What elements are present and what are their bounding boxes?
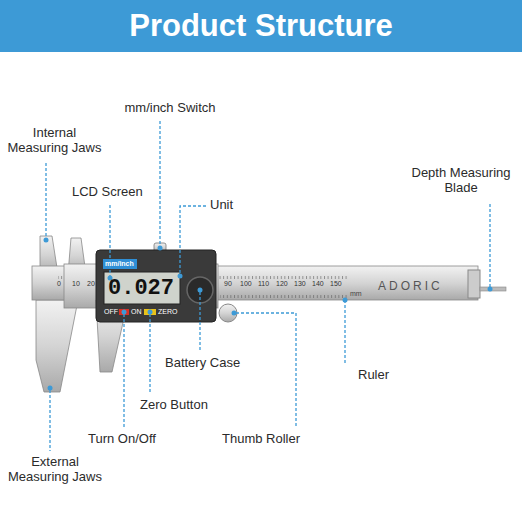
- lcd-reading: 0.027: [108, 276, 174, 301]
- part-label: mm/inch Switch: [115, 101, 225, 116]
- power-button: [119, 309, 129, 315]
- scale-number: 120: [276, 280, 288, 288]
- display-housing: [96, 250, 216, 322]
- part-label: Zero Button: [140, 398, 208, 413]
- title: Product Structure: [0, 0, 522, 52]
- part-label: Ruler: [358, 368, 389, 383]
- scale-number: 140: [312, 280, 324, 288]
- scale-number: 150: [330, 280, 342, 288]
- scale-ticks: [220, 295, 348, 300]
- end-cap: [468, 270, 480, 298]
- brand-mark: ADORIC: [378, 280, 443, 294]
- part-label: Unit: [210, 198, 233, 213]
- part-label: Thumb Roller: [222, 432, 300, 447]
- scale-number: 10: [72, 280, 80, 288]
- part-label: Depth Measuring Blade: [405, 166, 517, 196]
- unit-sticker: [103, 259, 137, 269]
- leader-dots: [44, 238, 493, 391]
- scale-number: 100: [240, 280, 252, 288]
- button-text: ON: [131, 308, 142, 316]
- part-label: Internal Measuring Jaws: [2, 126, 107, 156]
- header-band: [0, 0, 522, 52]
- scale-number: 20: [87, 280, 95, 288]
- scale-number: 110: [258, 280, 269, 288]
- part-label: Turn On/Off: [88, 432, 156, 447]
- scale-number: 130: [294, 280, 306, 288]
- scale-number: 0: [57, 280, 61, 288]
- part-label: Battery Case: [165, 356, 240, 371]
- part-label: External Measuring Jaws: [0, 455, 110, 485]
- zero-button: [144, 309, 156, 315]
- button-text: ZERO: [158, 308, 177, 316]
- scale-number: 90: [224, 280, 232, 288]
- sticker-text: mm/inch: [105, 260, 134, 268]
- external-jaw: [36, 300, 78, 392]
- part-label: LCD Screen: [72, 185, 143, 200]
- lcd-screen: [104, 272, 180, 304]
- depth-blade: [480, 287, 506, 291]
- thumb-roller: [219, 304, 237, 322]
- unit-mark: mm: [350, 290, 362, 298]
- button-text: OFF: [104, 308, 118, 316]
